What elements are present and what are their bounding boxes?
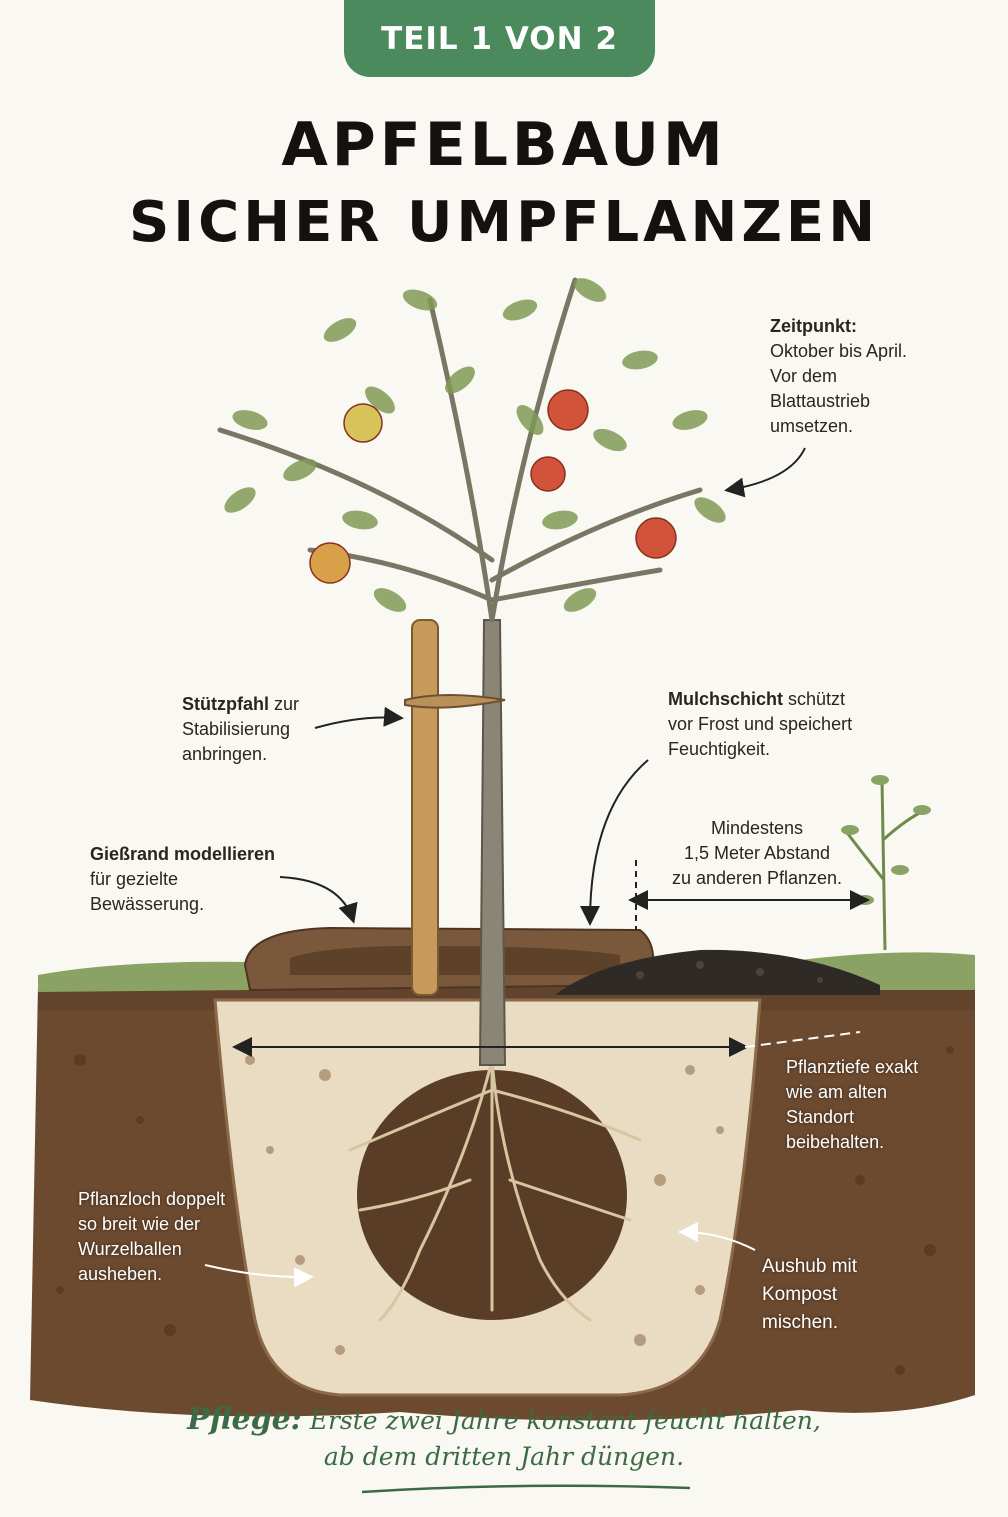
footer-underline: [361, 1484, 691, 1494]
label-pflanztiefe-line-2: wie am alten: [786, 1082, 888, 1102]
trunk: [478, 619, 507, 1066]
label-stuetzpfahl: Stützpfahl zur Stabilisierung anbringen.: [182, 692, 299, 767]
label-zeitpunkt-line-1: Oktober bis April.: [770, 341, 908, 361]
label-aushub-line-2: Kompost: [762, 1284, 837, 1305]
label-abstand-line-3: zu anderen Pflanzen.: [671, 868, 843, 888]
label-zeitpunkt-line-3: Blattaustrieb: [770, 391, 871, 411]
label-pflanzloch-line-2: so breit wie der: [78, 1214, 201, 1234]
label-stuetzpfahl-line-1: Stabilisierung: [182, 719, 291, 739]
footer-bold: Pflege:: [187, 1402, 302, 1437]
label-aushub-line-3: mischen.: [762, 1312, 839, 1333]
label-mulch-line-2: Feuchtigkeit.: [668, 739, 771, 759]
label-mulch-bold: Mulchschicht: [668, 689, 784, 709]
footer-line-2: ab dem dritten Jahr düngen.: [323, 1442, 685, 1471]
label-abstand: Mindestens 1,5 Meter Abstand zu anderen …: [662, 816, 852, 891]
apples: [309, 389, 677, 584]
footer-line-1: Erste zwei Jahre konstant feucht halten,: [301, 1406, 821, 1435]
label-stuetzpfahl-bold: Stützpfahl: [182, 694, 269, 714]
arrow-aushub: [678, 1222, 756, 1251]
label-pflanztiefe-line-3: Standort: [786, 1107, 855, 1127]
label-aushub-line-1: Aushub mit: [762, 1256, 858, 1277]
label-zeitpunkt-line-2: Vor dem: [770, 366, 838, 386]
label-abstand-line-2: 1,5 Meter Abstand: [683, 843, 831, 863]
part-badge: TEIL 1 VON 2: [344, 0, 655, 77]
arrow-giessrand: [279, 876, 358, 924]
label-pflanztiefe-line-1: Pflanztiefe exakt: [786, 1057, 919, 1077]
arrow-stuetzpfahl: [314, 706, 404, 729]
label-zeitpunkt: Zeitpunkt: Oktober bis April. Vor dem Bl…: [770, 314, 907, 439]
stake-tie: [404, 694, 506, 709]
label-mulch-line-1: vor Frost und speichert: [668, 714, 853, 734]
title-line-2: SICHER UMPFLANZEN: [128, 190, 880, 255]
label-pflanzloch: Pflanzloch doppelt so breit wie der Wurz…: [78, 1187, 225, 1287]
label-aushub: Aushub mit Kompost mischen.: [762, 1253, 857, 1337]
neighbor-plant: [843, 779, 926, 951]
label-pflanzloch-line-1: Pflanzloch doppelt: [78, 1189, 226, 1209]
label-giessrand-bold: Gießrand modellieren: [90, 844, 276, 864]
label-mulch: Mulchschicht schützt vor Frost und speic…: [668, 687, 852, 762]
label-giessrand: Gießrand modellieren für gezielte Bewäss…: [90, 842, 275, 917]
label-giessrand-line-2: Bewässerung.: [90, 894, 205, 914]
label-mulch-rest: schützt: [783, 689, 846, 709]
part-badge-text: TEIL 1 VON 2: [381, 20, 618, 57]
label-pflanztiefe-line-4: beibehalten.: [786, 1132, 885, 1152]
arrow-zeitpunkt: [724, 447, 806, 498]
label-zeitpunkt-bold: Zeitpunkt:: [770, 316, 857, 336]
support-stake: [411, 619, 439, 996]
title-line-1: APFELBAUM: [281, 110, 727, 180]
label-pflanzloch-line-3: Wurzelballen: [78, 1239, 182, 1259]
mulch-pile: [555, 949, 880, 995]
label-pflanztiefe: Pflanztiefe exakt wie am alten Standort …: [786, 1055, 918, 1155]
arrow-pflanzloch: [204, 1264, 314, 1288]
footer-care-note: Pflege: Erste zwei Jahre konstant feucht…: [0, 1402, 1008, 1475]
label-stuetzpfahl-rest: zur: [269, 694, 300, 714]
arrow-mulch: [580, 759, 649, 926]
grass-left: [38, 961, 250, 992]
label-giessrand-line-1: für gezielte: [90, 869, 179, 889]
label-zeitpunkt-line-4: umsetzen.: [770, 416, 854, 436]
label-stuetzpfahl-line-2: anbringen.: [182, 744, 268, 764]
label-pflanzloch-line-4: ausheben.: [78, 1264, 163, 1284]
label-abstand-line-1: Mindestens: [710, 818, 804, 838]
